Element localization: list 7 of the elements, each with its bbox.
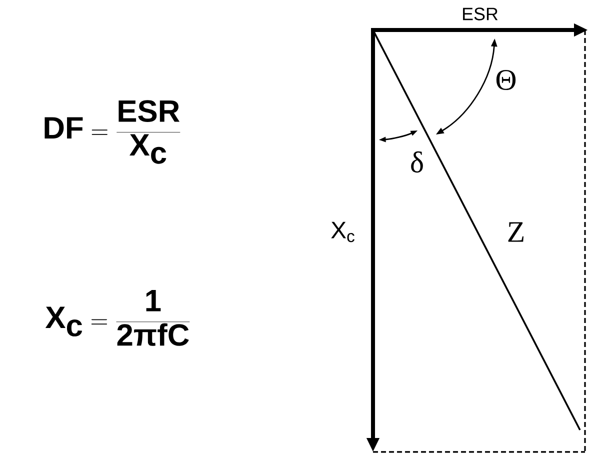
vector-label: ESR <box>463 8 498 20</box>
formula: $\textbf{DF} = \frac{\textbf{ESR}}{\textbf{X}_{\textbf{c}}}$ <box>44 100 180 164</box>
formula: $\textbf{X}_{\textbf{c}} = \frac{\textbf{1}}{\textbf{2πfC}}$ <box>45 290 190 346</box>
vector-label: X$_{c}$ <box>331 222 354 242</box>
angle-label: δ <box>411 151 423 173</box>
angle-label: Θ <box>496 70 516 90</box>
vector-label: Z <box>508 222 524 242</box>
